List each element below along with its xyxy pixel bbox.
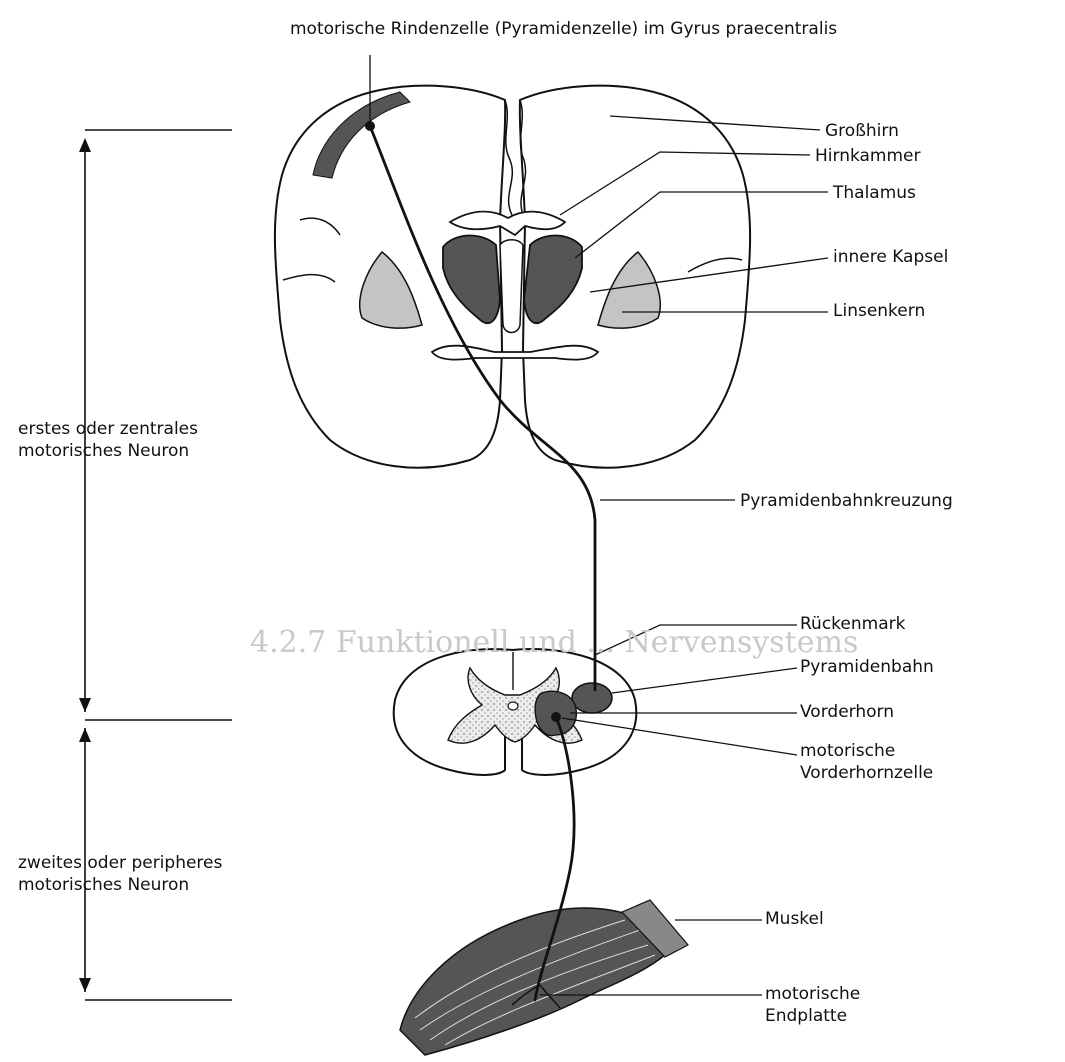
label-rueckenmark: Rückenmark: [800, 613, 905, 635]
label-top-title: motorische Rindenzelle (Pyramidenzelle) …: [290, 18, 837, 40]
background-heading: 4.2.7 Funktionell und ... Nervensystems: [250, 625, 858, 660]
label-zweites-neuron: zweites oder peripheres motorisches Neur…: [18, 852, 222, 896]
leader-pyramidenbahn: [612, 668, 797, 693]
label-vorderhorn: Vorderhorn: [800, 701, 894, 723]
label-erstes-neuron: erstes oder zentrales motorisches Neuron: [18, 418, 198, 462]
label-thalamus: Thalamus: [833, 182, 916, 204]
spinal-cord-section: [394, 649, 637, 775]
fissure-line: [505, 100, 512, 215]
label-muskel: Muskel: [765, 908, 824, 930]
label-hirnkammer: Hirnkammer: [815, 145, 921, 167]
pyramidenbahn-tract: [572, 683, 612, 713]
label-pyramidenbahn: Pyramidenbahn: [800, 656, 934, 678]
label-linsenkern: Linsenkern: [833, 300, 925, 322]
label-grosshirn: Großhirn: [825, 120, 899, 142]
label-pyramidenbahnkreuzung: Pyramidenbahnkreuzung: [740, 490, 953, 512]
label-innere-kapsel: innere Kapsel: [833, 246, 948, 268]
label-motorische-endplatte: motorische Endplatte: [765, 983, 860, 1027]
muscle: [400, 900, 688, 1055]
label-motorische-vorderhornzelle: motorische Vorderhornzelle: [800, 740, 933, 784]
